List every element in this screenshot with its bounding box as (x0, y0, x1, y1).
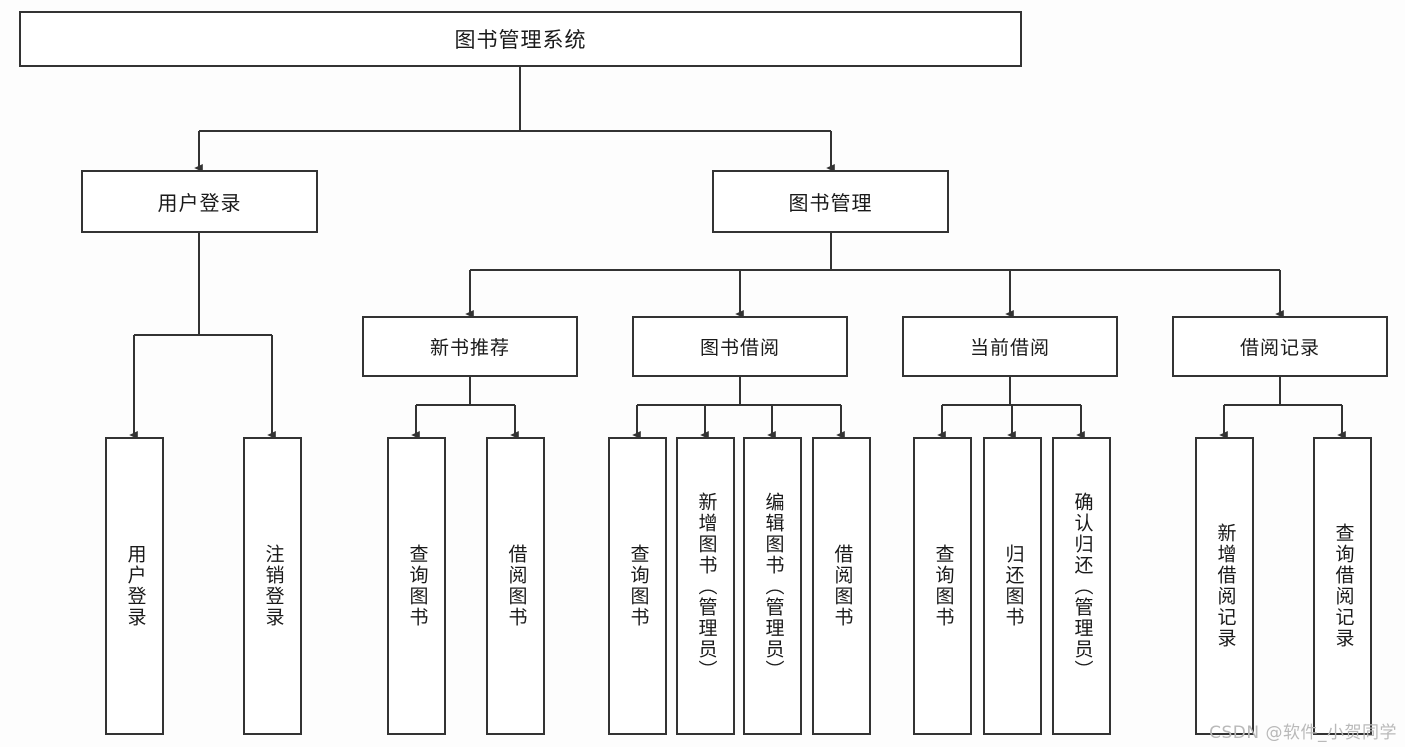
node-borrow-record-label: 借阅记录 (1239, 337, 1320, 359)
node-leaf-label: 新增图书（管理员） (695, 491, 718, 681)
node-user-login-label: 用户登录 (157, 191, 242, 215)
node-leaf-label: 查询借阅记录 (1332, 523, 1355, 649)
node-leaf-current-borrow-3[interactable]: 确认归还（管理员） (1052, 437, 1111, 735)
node-leaf-book-borrow-4[interactable]: 借阅图书 (812, 437, 871, 735)
node-leaf-book-borrow-3[interactable]: 编辑图书（管理员） (743, 437, 802, 735)
node-leaf-label: 查询图书 (932, 544, 955, 628)
node-leaf-new-book-1[interactable]: 查询图书 (387, 437, 446, 735)
node-leaf-label: 查询图书 (406, 544, 429, 628)
watermark-text: CSDN @软件_小贺同学 (1209, 723, 1397, 743)
node-leaf-label: 用户登录 (124, 544, 147, 628)
node-leaf-label: 查询图书 (627, 544, 650, 628)
node-root-system[interactable]: 图书管理系统 (19, 11, 1022, 67)
node-leaf-new-book-2[interactable]: 借阅图书 (486, 437, 545, 735)
node-book-manage[interactable]: 图书管理 (712, 170, 949, 233)
node-book-manage-label: 图书管理 (788, 191, 873, 215)
node-root-label: 图书管理系统 (454, 28, 587, 52)
node-book-borrow-label: 图书借阅 (699, 337, 780, 359)
node-leaf-label: 归还图书 (1002, 544, 1025, 628)
node-new-book-recommend[interactable]: 新书推荐 (362, 316, 578, 377)
node-leaf-borrow-record-1[interactable]: 新增借阅记录 (1195, 437, 1254, 735)
node-leaf-label: 新增借阅记录 (1214, 523, 1237, 649)
node-leaf-user-login-2[interactable]: 注销登录 (243, 437, 302, 735)
node-leaf-label: 确认归还（管理员） (1071, 491, 1094, 681)
node-user-login[interactable]: 用户登录 (81, 170, 318, 233)
node-leaf-borrow-record-2[interactable]: 查询借阅记录 (1313, 437, 1372, 735)
node-current-borrow[interactable]: 当前借阅 (902, 316, 1118, 377)
node-leaf-user-login-1[interactable]: 用户登录 (105, 437, 164, 735)
node-new-book-recommend-label: 新书推荐 (429, 337, 510, 359)
node-leaf-label: 借阅图书 (505, 544, 528, 628)
node-borrow-record[interactable]: 借阅记录 (1172, 316, 1388, 377)
node-current-borrow-label: 当前借阅 (969, 337, 1050, 359)
node-leaf-label: 借阅图书 (831, 544, 854, 628)
node-leaf-label: 注销登录 (262, 544, 285, 628)
node-book-borrow[interactable]: 图书借阅 (632, 316, 848, 377)
node-leaf-current-borrow-2[interactable]: 归还图书 (983, 437, 1042, 735)
node-leaf-label: 编辑图书（管理员） (762, 491, 785, 681)
node-leaf-book-borrow-1[interactable]: 查询图书 (608, 437, 667, 735)
node-leaf-current-borrow-1[interactable]: 查询图书 (913, 437, 972, 735)
node-leaf-book-borrow-2[interactable]: 新增图书（管理员） (676, 437, 735, 735)
